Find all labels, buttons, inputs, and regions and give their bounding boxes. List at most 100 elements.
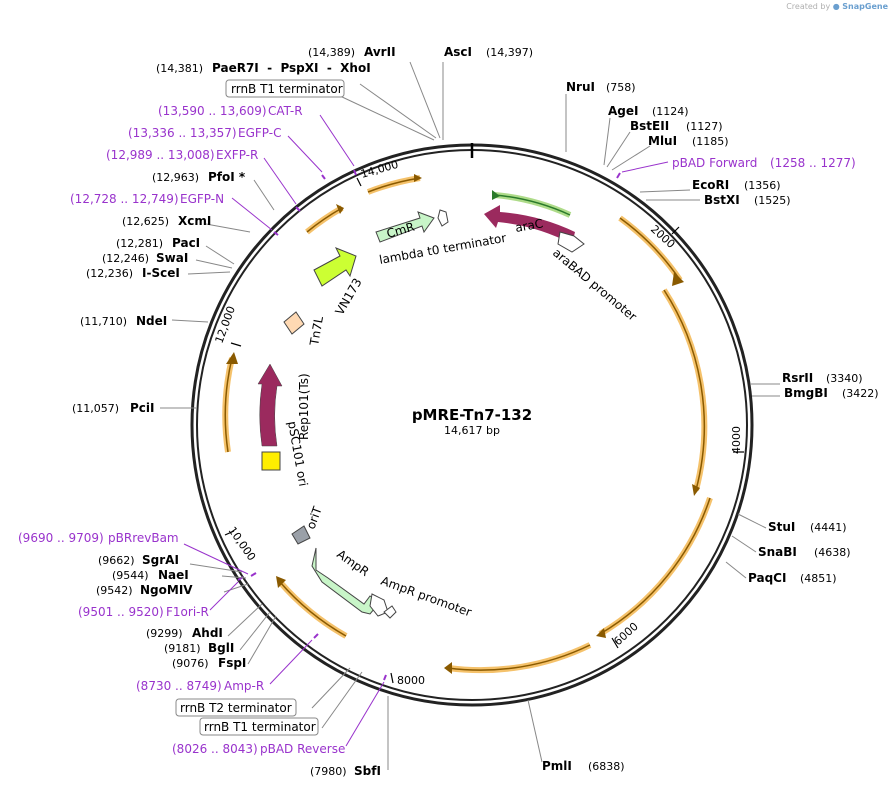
site-ngoMIV[interactable]: (9542) NgoMIV bbox=[96, 583, 193, 597]
feature-ampr[interactable]: AmpR bbox=[311, 547, 381, 615]
feature-label-orit: oriT bbox=[304, 504, 325, 531]
site-paer7i[interactable]: (14,381) PaeR7I - PspXI - XhoI bbox=[156, 61, 371, 75]
primer-name-pbrrevbam: pBRrevBam bbox=[108, 531, 179, 545]
site-name-paqCI: PaqCI bbox=[748, 571, 786, 585]
primer-egfp-c[interactable]: (13,336 .. 13,357) EGFP-C bbox=[128, 126, 281, 140]
site-bmgBI[interactable]: BmgBI (3422) bbox=[784, 386, 879, 400]
site-bstXI[interactable]: BstXI (1525) bbox=[704, 193, 791, 207]
site-fspI[interactable]: (9076) FspI bbox=[172, 656, 246, 670]
backbone bbox=[190, 143, 754, 707]
primer-name-amp-r: Amp-R bbox=[224, 679, 264, 693]
primer-name-f1ori-r: F1ori-R bbox=[166, 605, 209, 619]
primer-pos-amp-r: (8730 .. 8749) bbox=[136, 679, 222, 693]
terminator-rrnb-t2-bottom[interactable]: rrnB T2 terminator bbox=[175, 698, 297, 717]
site-name-pciI: PciI bbox=[130, 401, 155, 415]
site-pacI[interactable]: (12,281) PacI bbox=[116, 236, 200, 250]
orf-arcs bbox=[222, 175, 713, 674]
site-name-fspI: FspI bbox=[218, 656, 246, 670]
primer-pos-egfp-n: (12,728 .. 12,749) bbox=[70, 192, 179, 206]
site-name-bmgBI: BmgBI bbox=[784, 386, 828, 400]
feature-vn173[interactable]: VN173 bbox=[313, 247, 365, 318]
site-pmlI[interactable]: PmlI (6838) bbox=[542, 759, 625, 773]
site-pos-sbfI: (7980) bbox=[310, 765, 347, 778]
site-isceI[interactable]: (12,236) I-SceI bbox=[86, 266, 180, 280]
site-pos-rsrII: (3340) bbox=[826, 372, 863, 385]
site-pos-pmlI: (6838) bbox=[588, 760, 625, 773]
primer-pos-pbrrevbam: (9690 .. 9709) bbox=[18, 531, 104, 545]
site-ageI[interactable]: AgeI (1124) bbox=[608, 104, 689, 118]
site-pos-stuI: (4441) bbox=[810, 521, 847, 534]
primer-pbrrevbam[interactable]: (9690 .. 9709) pBRrevBam bbox=[18, 531, 179, 545]
orf-arc-2-core bbox=[663, 289, 706, 491]
ring-ticks bbox=[224, 177, 744, 684]
primer-pbad-reverse[interactable]: (8026 .. 8043) pBAD Reverse bbox=[172, 742, 345, 756]
snapgene-credit: Created by ● SnapGene bbox=[786, 2, 888, 11]
primers[interactable]: (13,590 .. 13,609) CAT-R (13,336 .. 13,3… bbox=[18, 104, 856, 756]
site-pos-ageI: (1124) bbox=[652, 105, 689, 118]
site-pos-bmgBI: (3422) bbox=[842, 387, 879, 400]
primer-name-cat-r: CAT-R bbox=[268, 104, 303, 118]
site-xcmI[interactable]: (12,625) XcmI bbox=[122, 214, 211, 228]
feature-label-vn173: VN173 bbox=[332, 276, 364, 318]
tick-label-8000: 8000 bbox=[397, 674, 425, 687]
primer-name-exfp-r: EXFP-R bbox=[216, 148, 258, 162]
orf-arc-4 bbox=[447, 642, 592, 674]
site-name-paer7i: PaeR7I - PspXI - XhoI bbox=[212, 61, 371, 75]
terminator-rrnb-t1-bottom[interactable]: rrnB T1 terminator bbox=[199, 717, 319, 736]
site-avrII[interactable]: (14,389) AvrII bbox=[308, 45, 396, 59]
site-name-isceI: I-SceI bbox=[142, 266, 180, 280]
site-pos-pacI: (12,281) bbox=[116, 237, 163, 250]
feature-cmr[interactable]: CmR bbox=[375, 211, 435, 243]
site-name-swaI: SwaI bbox=[156, 251, 188, 265]
site-bsteII[interactable]: BstEII (1127) bbox=[630, 119, 723, 133]
site-sbfI[interactable]: (7980) SbfI bbox=[310, 764, 381, 778]
site-bglI[interactable]: (9181) BglI bbox=[164, 641, 234, 655]
site-pos-pfoI: (12,963) bbox=[152, 171, 199, 184]
primer-egfp-n[interactable]: (12,728 .. 12,749) EGFP-N bbox=[70, 192, 224, 206]
site-mluI[interactable]: MluI (1185) bbox=[648, 134, 729, 148]
site-pos-avrII: (14,389) bbox=[308, 46, 355, 59]
primer-cat-r[interactable]: (13,590 .. 13,609) CAT-R bbox=[158, 104, 303, 118]
site-pos-nruI: (758) bbox=[606, 81, 636, 94]
site-ecoRI[interactable]: EcoRI (1356) bbox=[692, 178, 781, 192]
site-pos-mluI: (1185) bbox=[692, 135, 729, 148]
primer-pos-pbad-forward: (1258 .. 1277) bbox=[770, 156, 856, 170]
feature-small-arrows bbox=[383, 605, 397, 619]
feature-tn7l[interactable]: Tn7L bbox=[283, 311, 326, 348]
feature-arac[interactable]: araC bbox=[484, 205, 575, 244]
site-paqCI[interactable]: PaqCI (4851) bbox=[748, 571, 837, 585]
site-pos-xcmI: (12,625) bbox=[122, 215, 169, 228]
site-naeI[interactable]: (9544) NaeI bbox=[112, 568, 189, 582]
site-pos-ascI: (14,397) bbox=[486, 46, 533, 59]
primer-pbad-forward[interactable]: pBAD Forward (1258 .. 1277) bbox=[672, 156, 856, 170]
terminator-rrnb-t1-top[interactable]: rrnB T1 terminator bbox=[225, 79, 345, 98]
site-rsrII[interactable]: RsrII (3340) bbox=[782, 371, 863, 385]
site-snaBI[interactable]: SnaBI (4638) bbox=[758, 545, 851, 559]
site-pfoI[interactable]: (12,963) PfoI * bbox=[152, 170, 246, 184]
orf-arc-4-core bbox=[447, 644, 591, 671]
terminator-labels[interactable]: rrnB T1 terminator rrnB T2 terminator rr… bbox=[175, 79, 345, 736]
site-swaI[interactable]: (12,246) SwaI bbox=[102, 251, 188, 265]
site-stuI[interactable]: StuI (4441) bbox=[768, 520, 847, 534]
site-pos-paer7i: (14,381) bbox=[156, 62, 203, 75]
tick-label-4000: 4000 bbox=[730, 426, 743, 454]
restriction-sites[interactable]: AscI (14,397) (14,389) AvrII (14,381) Pa… bbox=[72, 45, 879, 778]
feature-rep101[interactable]: Rep101(Ts) bbox=[257, 363, 311, 447]
primer-f1ori-r[interactable]: (9501 .. 9520) F1ori-R bbox=[78, 605, 209, 619]
site-ahdI[interactable]: (9299) AhdI bbox=[146, 626, 223, 640]
primer-amp-r[interactable]: (8730 .. 8749) Amp-R bbox=[136, 679, 264, 693]
site-nruI[interactable]: NruI (758) bbox=[566, 80, 636, 94]
site-name-ndeI: NdeI bbox=[136, 314, 167, 328]
site-ndeI[interactable]: (11,710) NdeI bbox=[80, 314, 167, 328]
primer-exfp-r[interactable]: (12,989 .. 13,008) EXFP-R bbox=[106, 148, 258, 162]
site-sgrAI[interactable]: (9662) SgrAI bbox=[98, 553, 179, 567]
orf-arc-arac bbox=[494, 192, 572, 218]
site-name-snaBI: SnaBI bbox=[758, 545, 797, 559]
feature-orit[interactable]: oriT bbox=[291, 504, 325, 545]
site-name-mluI: MluI bbox=[648, 134, 677, 148]
site-name-xcmI: XcmI bbox=[178, 214, 211, 228]
site-pciI[interactable]: (11,057) PciI bbox=[72, 401, 155, 415]
site-ascI[interactable]: AscI (14,397) bbox=[444, 45, 533, 59]
feature-arabad-promoter[interactable]: araBAD promoter bbox=[550, 231, 639, 324]
